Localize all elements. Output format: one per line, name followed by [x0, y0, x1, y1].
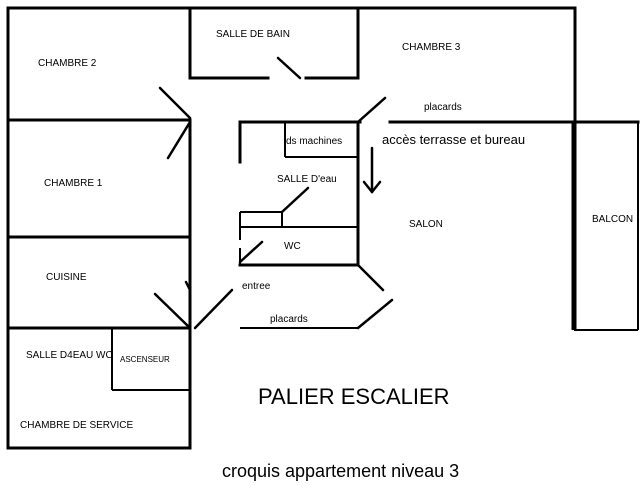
label-wc: WC — [284, 241, 301, 252]
label-salle-de-bain: SALLE DE BAIN — [216, 29, 290, 40]
label-cuisine: CUISINE — [46, 272, 87, 283]
label-chambre3: CHAMBRE 3 — [402, 42, 461, 53]
caption: croquis appartement niveau 3 — [222, 461, 459, 481]
label-salle-d4eau-wc: SALLE D4EAU WC — [26, 350, 113, 361]
down-arrow-icon — [362, 146, 382, 194]
label-chambre1: CHAMBRE 1 — [44, 178, 103, 189]
label-machines: ds machines — [286, 136, 342, 147]
label-placards-bas: placards — [270, 314, 308, 325]
label-salon: SALON — [409, 219, 443, 230]
label-palier-escalier: PALIER ESCALIER — [258, 384, 450, 409]
label-balcon: BALCON — [592, 214, 633, 225]
label-acces-terrasse: accès terrasse et bureau — [382, 132, 525, 147]
walls — [6, 6, 640, 450]
label-chambre-service: CHAMBRE DE SERVICE — [20, 420, 134, 431]
doors — [153, 56, 394, 330]
label-chambre2: CHAMBRE 2 — [38, 58, 97, 69]
label-salle-deau: SALLE D'eau — [277, 174, 337, 185]
room-labels: CHAMBRE 2 SALLE DE BAIN CHAMBRE 3 placar… — [20, 29, 633, 431]
label-placards-haut: placards — [424, 102, 462, 113]
label-ascenseur: ASCENSEUR — [120, 355, 170, 364]
label-entree: entree — [242, 281, 271, 292]
